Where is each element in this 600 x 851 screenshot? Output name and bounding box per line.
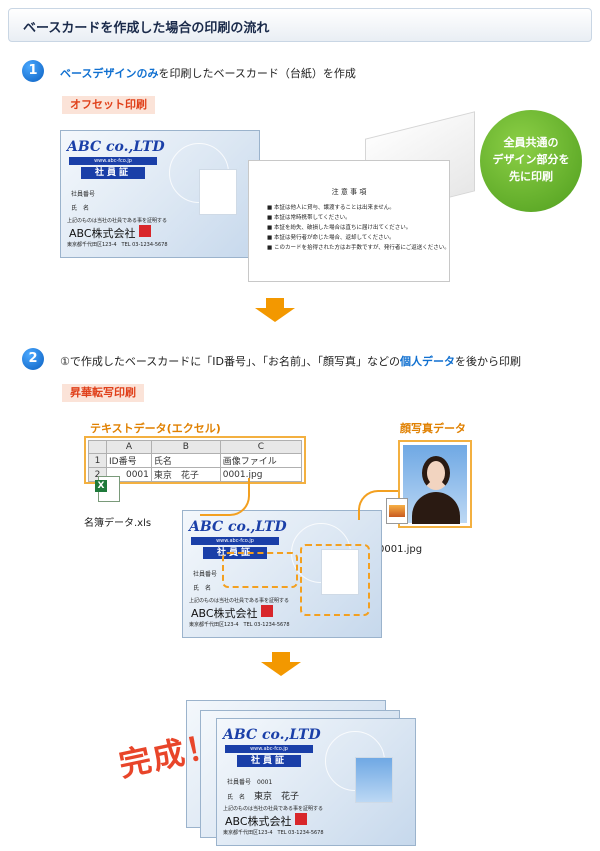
step-1-text: ベースデザインのみを印刷したベースカード（台紙）を作成 — [60, 65, 356, 81]
step-2-number: 2 — [22, 348, 44, 370]
down-arrow-icon — [255, 308, 295, 322]
notice-line: ■ 本証は常時携帯してください。 — [267, 213, 351, 221]
photo-print-area — [300, 544, 370, 616]
section-header: ベースカードを作成した場合の印刷の流れ — [8, 8, 592, 42]
circle-line: 全員共通の — [480, 134, 582, 151]
face-photo — [398, 440, 472, 528]
base-card: ABC co.,LTD www.abc-fco.jp 社員証 社員番号 氏 名 … — [60, 130, 260, 258]
excel-connector — [200, 478, 250, 516]
circle-line: 先に印刷 — [480, 168, 582, 185]
card-photo-area — [199, 169, 237, 215]
card-url: www.abc-fco.jp — [69, 157, 157, 165]
notice-line: ■ 本証を紛失、破損した場合は直ちに届け出てください。 — [267, 223, 411, 231]
card-note: 上記のものは当社の社員である事を証明する — [223, 805, 323, 812]
text-print-area — [222, 552, 298, 588]
card-address: 東京都千代田区123-4 TEL 03-1234-5678 — [189, 621, 290, 628]
card-badge: 社員証 — [237, 755, 301, 767]
card-logo: ABC co.,LTD — [223, 727, 321, 743]
card-address: 東京都千代田区123-4 TEL 03-1234-5678 — [67, 241, 168, 248]
card-address: 東京都千代田区123-4 TEL 03-1234-5678 — [223, 829, 324, 836]
sheet-cell: 画像ファイル — [220, 454, 301, 468]
step-2-highlight: 個人データ — [400, 355, 455, 368]
sheet-col-header: B — [151, 441, 220, 454]
sheet-corner — [89, 441, 107, 454]
card-field-name: 氏 名 — [71, 203, 89, 212]
down-arrow-stem — [272, 652, 290, 662]
card-logo: ABC co.,LTD — [67, 139, 165, 155]
card-back-notice: 注 意 事 項 ■ 本証は他人に貸与、譲渡することは出来ません。 ■ 本証は常時… — [248, 160, 450, 282]
final-card: ABC co.,LTD www.abc-fco.jp 社員証 社員番号 0001… — [216, 718, 416, 846]
excel-data-title: テキストデータ(エクセル) — [90, 420, 221, 436]
sublimation-print-tag: 昇華転写印刷 — [62, 384, 144, 402]
card-field-no: 社員番号 — [71, 189, 95, 198]
sheet-col-header: A — [107, 441, 152, 454]
card-company: ABC株式会社 — [69, 225, 136, 241]
step-1-number: 1 — [22, 60, 44, 82]
down-arrow-icon — [261, 662, 301, 676]
photo-connector — [358, 490, 398, 520]
card-field-no: 社員番号 — [193, 569, 217, 578]
sheet-col-header: C — [220, 441, 301, 454]
step-2-pre: ①で作成したベースカードに「ID番号」、「お名前」、「顔写真」などの — [60, 355, 400, 368]
card-field-name: 氏 名 — [193, 583, 211, 592]
sheet-cell: 氏名 — [151, 454, 220, 468]
step-1-rest: を印刷したベースカード（台紙）を作成 — [158, 67, 355, 80]
circle-line: デザイン部分を — [480, 151, 582, 168]
name-value: 東京 花子 — [254, 792, 299, 802]
notice-line: ■ 本証は他人に貸与、譲渡することは出来ません。 — [267, 203, 395, 211]
common-design-circle: 全員共通の デザイン部分を 先に印刷 — [480, 110, 582, 212]
offset-print-tag: オフセット印刷 — [62, 96, 155, 114]
notice-line: ■ 本証は発行者が命じた場合、返却してください。 — [267, 233, 395, 241]
card-note: 上記のものは当社の社員である事を証明する — [67, 217, 167, 224]
down-arrow-stem — [266, 298, 284, 308]
company-seal — [139, 225, 151, 237]
card-note: 上記のものは当社の社員である事を証明する — [189, 597, 289, 604]
company-seal — [295, 813, 307, 825]
id-value: 0001 — [257, 779, 272, 786]
card-logo: ABC co.,LTD — [189, 519, 287, 535]
card-field-no: 社員番号 0001 — [227, 777, 272, 786]
card-url: www.abc-fco.jp — [225, 745, 313, 753]
step-2-post: を後から印刷 — [455, 355, 521, 368]
step-2-text: ①で作成したベースカードに「ID番号」、「お名前」、「顔写真」などの個人データを… — [60, 353, 521, 369]
photo-data-title: 顔写真データ — [400, 420, 466, 436]
card-photo — [355, 757, 393, 803]
excel-file-icon: X — [98, 476, 120, 502]
card-url: www.abc-fco.jp — [191, 537, 279, 545]
sheet-row-num: 1 — [89, 454, 107, 468]
card-badge: 社員証 — [81, 167, 145, 179]
step-1-highlight: ベースデザインのみ — [60, 67, 158, 80]
notice-title: 注 意 事 項 — [249, 187, 449, 197]
jpg-filename: 0001.jpg — [378, 544, 422, 555]
section-title: ベースカードを作成した場合の印刷の流れ — [23, 17, 269, 36]
notice-line: ■ このカードを拾得された方はお手数ですが、発行者にご返送ください。 — [267, 243, 450, 251]
card-company: ABC株式会社 — [225, 813, 292, 829]
card-company: ABC株式会社 — [191, 605, 258, 621]
card-field-name: 氏 名 東京 花子 — [227, 789, 299, 802]
xls-filename: 名簿データ.xls — [84, 514, 151, 529]
spreadsheet-preview: A B C 1 ID番号 氏名 画像ファイル 2 0001 東京 花子 0001… — [88, 440, 302, 482]
company-seal — [261, 605, 273, 617]
sheet-cell: ID番号 — [107, 454, 152, 468]
